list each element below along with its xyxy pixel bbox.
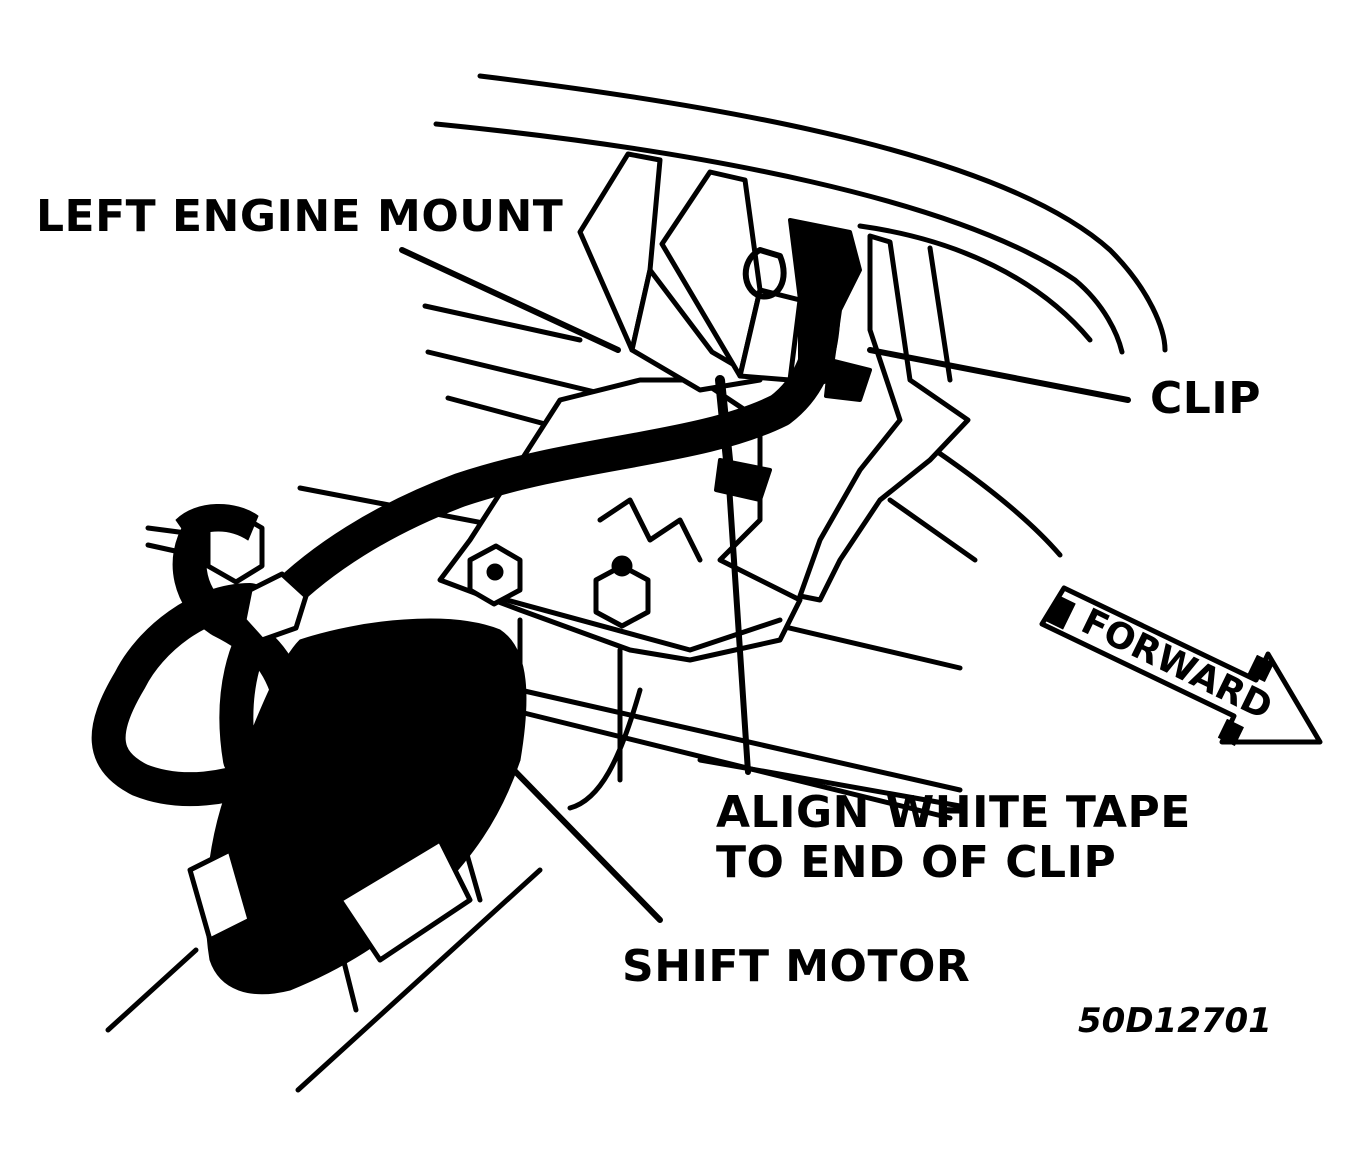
label-align-line-2: TO END OF CLIP (716, 837, 1117, 888)
label-clip: CLIP (1150, 373, 1261, 424)
label-align-line-1: ALIGN WHITE TAPE (716, 787, 1191, 838)
cable-end-fitting (175, 504, 309, 643)
leader-lines (399, 247, 1131, 923)
leader-shift-motor (503, 759, 663, 923)
forward-arrow: FORWARD (1039, 585, 1323, 746)
forward-label: FORWARD (1075, 601, 1279, 728)
leader-align-tape (725, 467, 751, 775)
leader-left-engine-mount (399, 247, 621, 353)
left-engine-mount (577, 151, 803, 393)
leader-clip (867, 347, 1131, 403)
shift-motor (187, 618, 527, 1013)
leader-shift-motor-arrowhead (495, 751, 521, 781)
label-align-white-tape: ALIGN WHITE TAPE TO END OF CLIP (716, 788, 1191, 888)
nuts (467, 543, 651, 629)
body-panel (797, 233, 971, 603)
figure-code: 50D12701 (1078, 1001, 1272, 1041)
label-shift-motor: SHIFT MOTOR (622, 941, 971, 992)
label-left-engine-mount: LEFT ENGINE MOUNT (36, 191, 564, 242)
